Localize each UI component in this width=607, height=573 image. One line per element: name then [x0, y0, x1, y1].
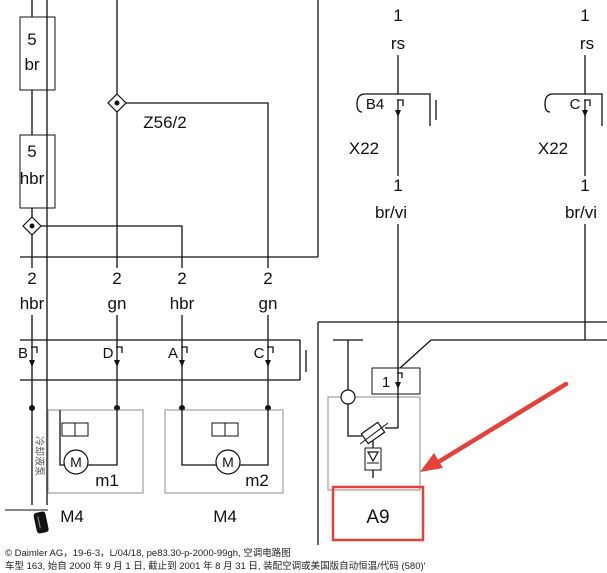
component-a9: 1 — [327, 339, 421, 491]
footer-copyright: © Daimler AG，19-6-3，L/04/18, pe83.30-p-2… — [5, 547, 291, 559]
connector-pin: A — [168, 345, 188, 367]
valve-arrow — [366, 451, 380, 463]
component-label: M4 — [213, 507, 237, 526]
pin-arrow — [114, 360, 120, 367]
wire-color: hbr — [20, 169, 45, 188]
component-frame — [47, 409, 144, 494]
pin-symbol — [116, 346, 123, 353]
pin-symbol — [31, 346, 38, 353]
connector-pin: D — [103, 345, 123, 367]
wire-number: 1 — [580, 6, 589, 25]
wire-number: 2 — [263, 269, 272, 288]
pin-label: C — [254, 345, 265, 362]
wire-number: 2 — [27, 269, 36, 288]
wire-number: 1 — [393, 176, 402, 195]
wire-number: 5 — [27, 30, 36, 49]
splice-dot — [114, 100, 120, 106]
arrow-shaft — [437, 381, 569, 464]
pin-symbol — [584, 99, 591, 106]
arrow-head-icon — [420, 453, 443, 472]
pin-arrow — [265, 360, 271, 367]
solenoid-line — [359, 422, 389, 445]
motor-wire — [59, 410, 64, 466]
splice-diamond — [22, 216, 42, 236]
highlight-annotation: A9 — [331, 381, 569, 542]
wire-label-box — [19, 16, 56, 91]
motor-m1: M m1 M4 — [47, 408, 144, 526]
wire-number: 1 — [580, 176, 589, 195]
right-column-b4: 1 rs B4 X22 1 br/vi — [349, 6, 437, 368]
right-column-c: 1 rs C X22 1 br/vi — [399, 6, 607, 369]
wire-number: 2 — [177, 269, 186, 288]
junction-dot — [29, 405, 35, 411]
wire-label-box — [19, 134, 56, 209]
terminal-circle — [340, 389, 356, 405]
splice-diamond — [107, 93, 127, 113]
marker-icon — [33, 511, 49, 534]
pin-arrow — [179, 360, 185, 367]
component-frame — [327, 396, 421, 491]
wire-color: gn — [108, 294, 127, 313]
motor-label: m2 — [245, 471, 269, 490]
pin-label: B — [18, 345, 28, 362]
motor-wire — [181, 408, 216, 466]
connector-strip: B D A C — [18, 339, 307, 411]
wire-segment — [399, 339, 607, 369]
connector-bracket — [356, 93, 431, 126]
component-label: M4 — [60, 507, 84, 526]
pin-symbol — [181, 346, 188, 353]
connector-name: X22 — [538, 139, 568, 158]
motor-letter: M — [222, 454, 234, 470]
side-note: 冷却液泵 — [33, 436, 46, 476]
motor-letter: M — [70, 454, 82, 470]
wire-color: br/vi — [565, 203, 597, 222]
splice-label: Z56/2 — [143, 113, 186, 132]
wire-number: 2 — [112, 269, 121, 288]
motor-label: m1 — [95, 471, 119, 490]
wire-color: gn — [259, 294, 278, 313]
highlight-box — [331, 485, 425, 542]
motor-wire — [240, 408, 269, 466]
pin-symbol — [397, 372, 403, 378]
wire-segment — [347, 404, 362, 437]
pin-arrow — [395, 382, 401, 389]
wire-segment — [126, 102, 269, 268]
connector-bracket — [544, 93, 603, 126]
pin-label: 1 — [382, 374, 390, 391]
wire-color: br — [24, 55, 39, 74]
splice-dot — [29, 223, 35, 229]
connector-box — [371, 367, 421, 395]
connector-pin: C — [254, 345, 274, 367]
pin-label: D — [103, 345, 114, 362]
pin-label: B4 — [366, 96, 384, 113]
wire-color: hbr — [170, 294, 195, 313]
wire-color: rs — [391, 34, 405, 53]
wire-color: br/vi — [375, 203, 407, 222]
footer-vehicle-info: 车型 163, 始自 2000 年 9 月 1 日, 截止到 2001 年 8 … — [5, 560, 426, 572]
motor-m2: M m2 M4 — [164, 408, 284, 526]
pin-symbol — [267, 346, 274, 353]
component-label: A9 — [366, 507, 389, 528]
pin-label: A — [168, 345, 178, 362]
motor-wire — [88, 408, 118, 466]
marker-icon-body — [33, 511, 49, 534]
pin-label: C — [570, 96, 581, 113]
connector-pin: B — [18, 345, 38, 367]
left-wiring: 5 br 5 hbr Z56/2 2 hbr 2 gn 2 hbr 2 — [19, 0, 319, 505]
wire-color: hbr — [20, 294, 45, 313]
marker-icon-highlight — [37, 516, 41, 529]
wire-number: 5 — [27, 142, 36, 161]
wire-number: 1 — [393, 6, 402, 25]
pin-symbol — [397, 99, 404, 106]
motor-symbol — [63, 449, 89, 475]
connector-name: X22 — [349, 139, 379, 158]
pin-arrow — [29, 360, 35, 367]
component-frame — [164, 409, 284, 494]
wire-segment — [41, 225, 183, 268]
wire-color: rs — [580, 34, 594, 53]
motor-symbol — [215, 449, 241, 475]
